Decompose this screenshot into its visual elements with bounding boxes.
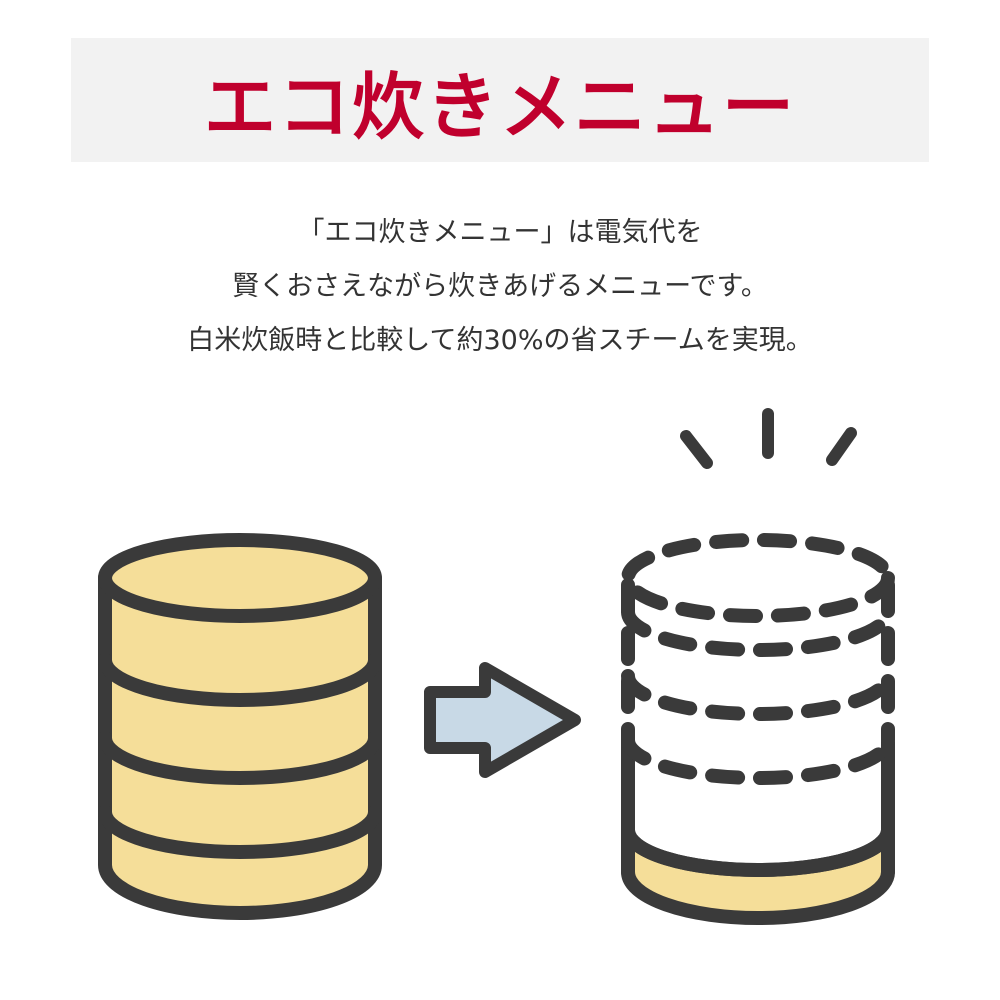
reduced-steam-cylinder-icon (621, 533, 895, 925)
full-steam-cylinder-icon (98, 533, 382, 920)
description: 「エコ炊きメニュー」は電気代を 賢くおさえながら炊きあげるメニューです。 白米炊… (0, 206, 1000, 368)
description-line-2: 賢くおさえながら炊きあげるメニューです。 (232, 271, 768, 302)
description-line-1: 「エコ炊きメニュー」は電気代を (297, 217, 703, 248)
page-title: エコ炊きメニュー (203, 64, 796, 149)
arrow-right-icon (424, 662, 581, 778)
emphasis-lines-icon (680, 408, 857, 469)
title-banner: エコ炊きメニュー (71, 38, 929, 162)
description-line-3: 白米炊飯時と比較して約30%の省スチームを実現。 (187, 325, 813, 356)
